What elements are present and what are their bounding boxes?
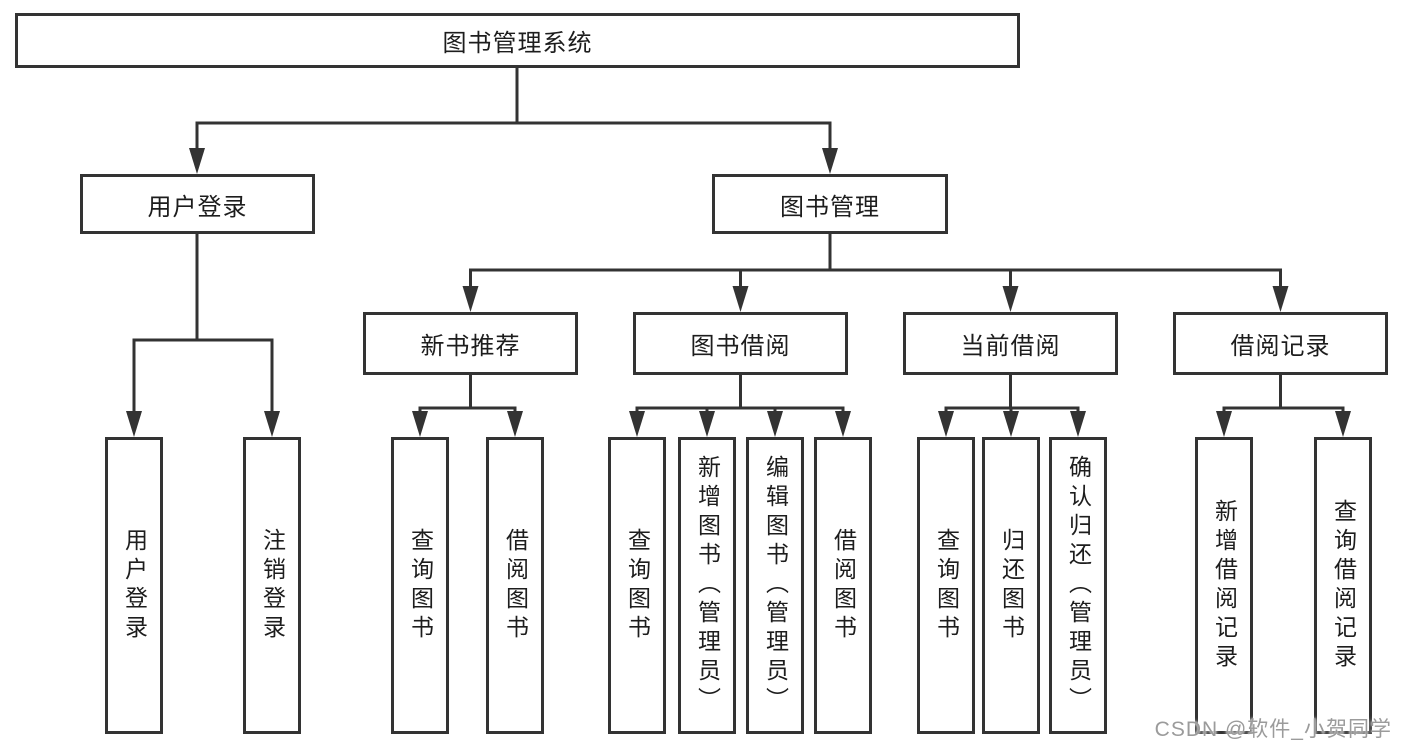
watermark: CSDN @软件_小贺同学 [1154,718,1392,741]
node-label: 当前借阅 [960,333,1061,360]
leaf-user-login: 用户登录 [105,437,163,734]
leaf-return-books: 归还图书 [982,437,1040,734]
leaf-borrow-books-recommend: 借阅图书 [486,437,544,734]
node-label: 新书推荐 [420,333,521,360]
node-label: 编辑图书（管理员） [762,455,789,716]
node-book-borrowing: 图书借阅 [633,312,848,375]
node-library-system-root: 图书管理系统 [15,13,1020,68]
node-label: 归还图书 [998,527,1025,644]
leaf-add-borrow-record: 新增借阅记录 [1195,437,1253,734]
node-label: 确认归还（管理员） [1065,455,1092,716]
node-label: 用户登录 [121,527,148,644]
node-label: 图书管理系统 [442,30,593,57]
node-label: 图书借阅 [690,333,791,360]
node-current-borrowing: 当前借阅 [903,312,1118,375]
leaf-query-borrow-record: 查询借阅记录 [1314,437,1372,734]
node-label: 查询图书 [407,527,434,644]
node-label: 用户登录 [147,193,248,221]
node-label: 查询图书 [624,527,651,644]
leaf-query-books-current: 查询图书 [917,437,975,734]
leaf-borrow-books-borrowing: 借阅图书 [814,437,872,734]
leaf-query-books-recommend: 查询图书 [391,437,449,734]
node-label: 图书管理 [780,193,880,221]
leaf-edit-books-admin: 编辑图书（管理员） [746,437,804,734]
node-new-book-recommendation: 新书推荐 [363,312,578,375]
node-label: 新增借阅记录 [1211,498,1238,673]
node-label: 借阅图书 [502,527,529,644]
node-borrowing-records: 借阅记录 [1173,312,1388,375]
node-book-management: 图书管理 [712,174,948,234]
leaf-query-books-borrowing: 查询图书 [608,437,666,734]
leaf-logout: 注销登录 [243,437,301,734]
node-label: 新增图书（管理员） [694,455,721,716]
node-label: 借阅图书 [830,527,857,644]
leaf-add-books-admin: 新增图书（管理员） [678,437,736,734]
node-user-login: 用户登录 [80,174,315,234]
node-label: 注销登录 [259,527,286,644]
leaf-confirm-return-admin: 确认归还（管理员） [1049,437,1107,734]
node-label: 借阅记录 [1230,333,1331,360]
node-label: 查询图书 [933,527,960,644]
node-label: 查询借阅记录 [1330,498,1357,673]
